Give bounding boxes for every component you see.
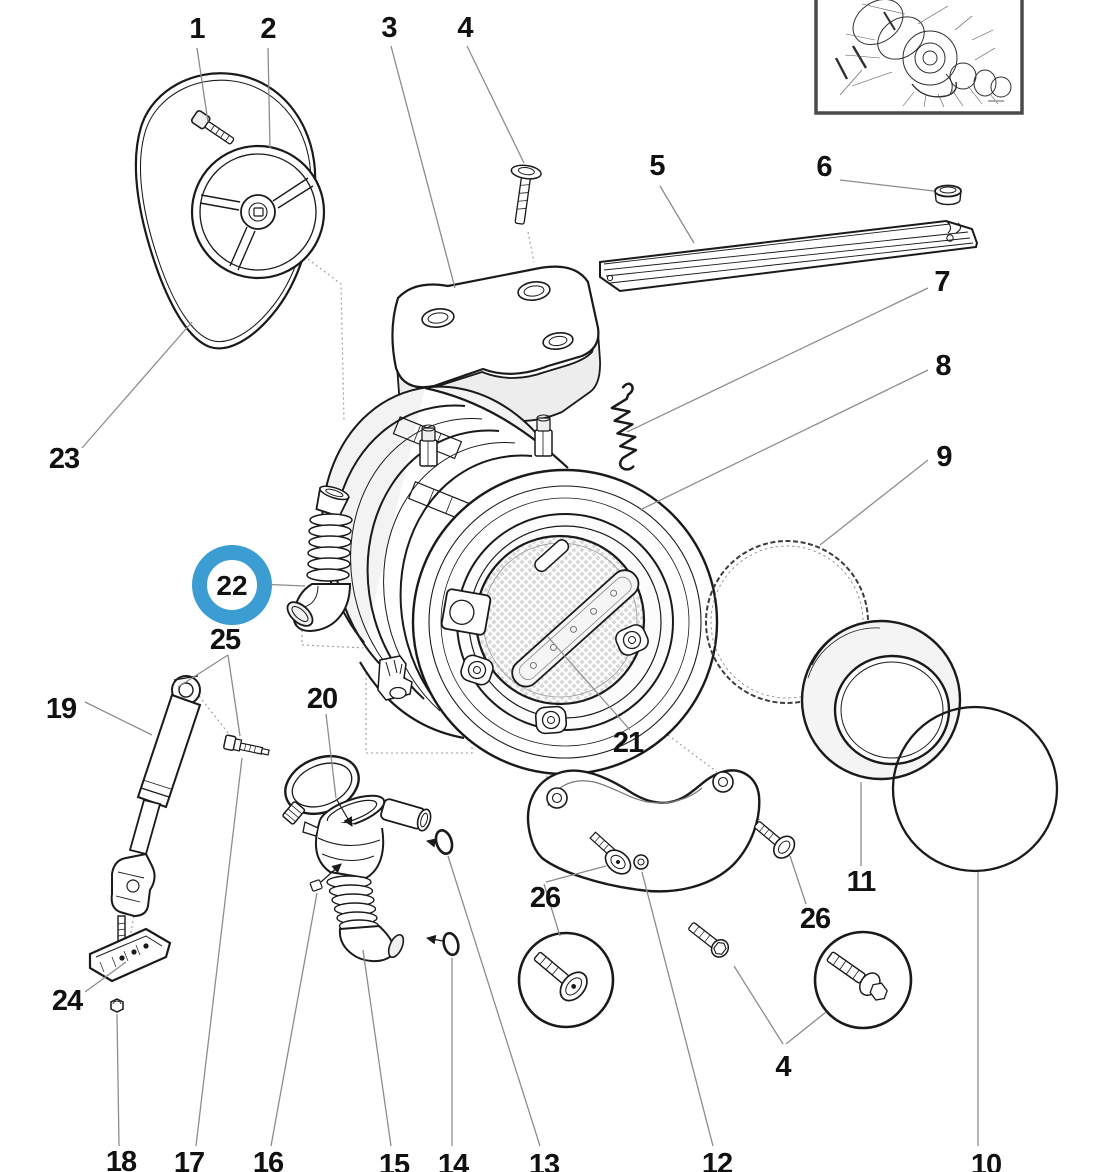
part-label-16: 16	[253, 1147, 284, 1172]
part-label-8: 8	[935, 350, 951, 382]
part-label-24: 24	[52, 985, 83, 1017]
part-label-4-bottom: 4	[775, 1051, 791, 1083]
part-label-6: 6	[816, 151, 832, 183]
ring-part-11	[800, 619, 962, 781]
seal-part-10	[891, 705, 1059, 873]
part-label-23: 23	[49, 443, 80, 475]
o-ring-part-13	[434, 829, 454, 855]
channel-part-24	[88, 927, 172, 983]
part-label-7: 7	[934, 266, 949, 298]
part-label-4-top: 4	[457, 12, 473, 44]
highlight-ring	[192, 545, 272, 625]
part-label-26-right: 26	[800, 903, 831, 935]
bolt-part-1	[190, 110, 235, 145]
part-labels: 1 2 3 4 5 6 7 8 9 23 22 25 19 20 21 26 2…	[46, 12, 1002, 1172]
part-label-10: 10	[971, 1149, 1001, 1172]
drum-paddle	[511, 569, 640, 688]
support-bracket	[526, 769, 796, 958]
part-label-13: 13	[529, 1149, 560, 1172]
drum-stud	[534, 414, 553, 457]
part-label-14: 14	[438, 1149, 469, 1172]
part-label-17: 17	[174, 1147, 204, 1172]
tub-drum-assembly	[321, 385, 719, 776]
damper-part-19	[110, 675, 202, 945]
drum-stud	[419, 424, 438, 467]
part-label-1: 1	[189, 13, 205, 45]
leader-lines	[81, 45, 979, 1147]
part-label-22-highlighted: 22	[216, 570, 247, 601]
part-label-25: 25	[210, 624, 241, 656]
inset-drum-art	[834, 0, 1012, 98]
inset-leader-lines	[839, 3, 999, 108]
part-label-12: 12	[702, 1148, 732, 1172]
pin-part-17	[223, 734, 270, 756]
pin-part-16	[309, 879, 323, 892]
part-label-20: 20	[307, 683, 337, 715]
detail-circle-26	[517, 931, 615, 1029]
detail-circle-4	[813, 930, 913, 1030]
screw-part-4-top	[510, 164, 542, 225]
hose-part-22	[286, 485, 353, 633]
pulley-part-2	[190, 144, 326, 280]
assembly-arrows	[320, 799, 444, 945]
part-label-15: 15	[379, 1149, 410, 1172]
cap-part-6	[934, 184, 962, 206]
part-label-2: 2	[260, 13, 275, 45]
rail-part-5	[599, 219, 979, 293]
inset-thumbnail	[814, 0, 1024, 115]
o-ring-part-14	[442, 931, 460, 957]
part-label-18: 18	[106, 1146, 137, 1172]
part-label-3: 3	[381, 12, 397, 44]
part-label-5: 5	[649, 150, 665, 182]
part-label-11: 11	[847, 866, 877, 898]
drain-hose-part-15	[302, 794, 432, 962]
clip-part	[377, 655, 413, 701]
part-label-9: 9	[936, 441, 952, 473]
part-label-26-left: 26	[530, 882, 561, 914]
part-label-21: 21	[613, 727, 644, 759]
nut-part-18	[110, 998, 124, 1013]
part-label-19: 19	[46, 693, 77, 725]
